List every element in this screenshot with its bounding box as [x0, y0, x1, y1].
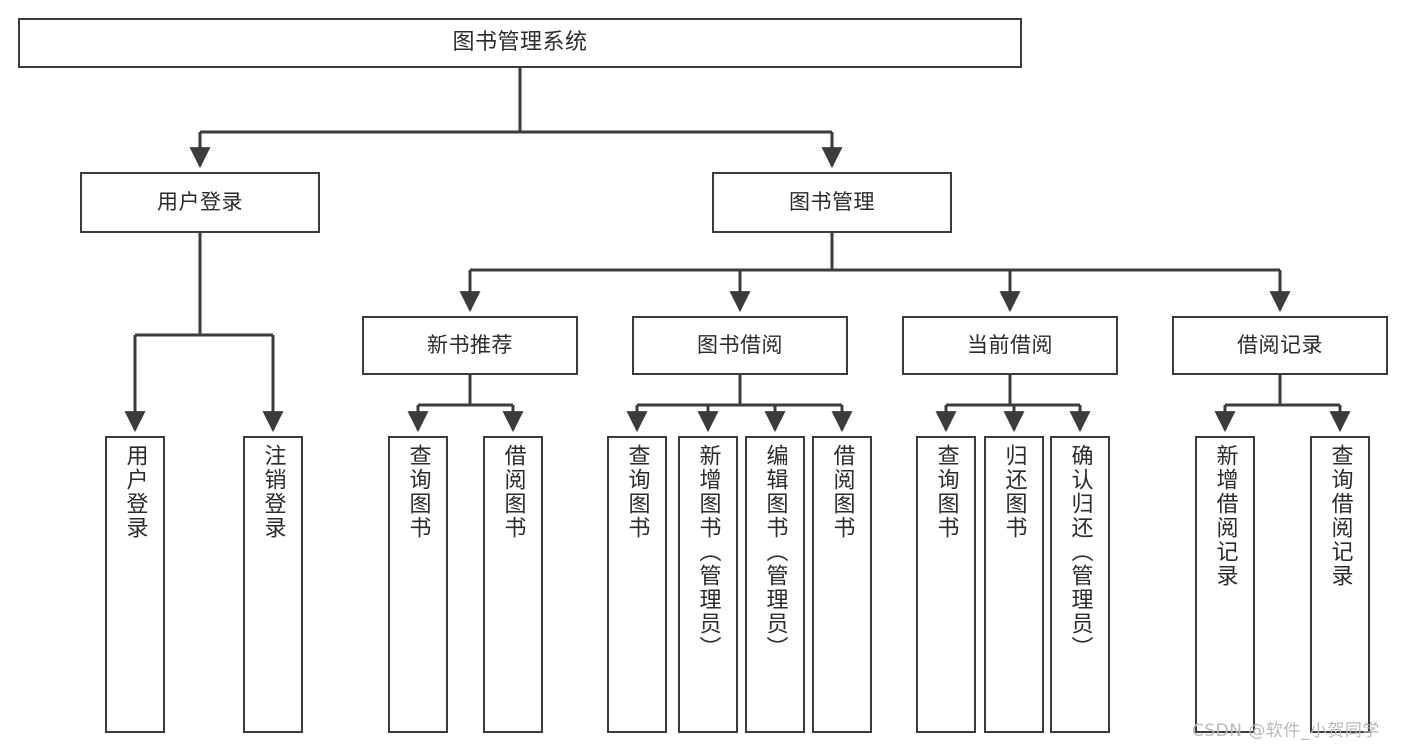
- node-user-login[interactable]: 用户登录: [80, 172, 320, 233]
- node-label: 编辑图书（管理员）: [762, 444, 788, 660]
- leaf-query-book-newbook[interactable]: 查询图书: [388, 436, 448, 733]
- node-label: 借阅图书: [500, 444, 526, 540]
- node-new-book-recommend[interactable]: 新书推荐: [362, 316, 578, 375]
- node-label: 查询图书: [933, 444, 959, 540]
- node-label: 确认归还（管理员）: [1067, 444, 1093, 660]
- node-label: 新增图书（管理员）: [695, 444, 721, 660]
- node-label: 查询图书: [624, 444, 650, 540]
- node-label: 归还图书: [1001, 444, 1027, 540]
- leaf-user-login[interactable]: 用户登录: [105, 436, 165, 733]
- node-label: 当前借阅: [967, 333, 1053, 358]
- node-label: 用户登录: [157, 190, 243, 215]
- leaf-edit-book-admin[interactable]: 编辑图书（管理员）: [745, 436, 805, 733]
- node-label: 图书管理: [789, 190, 875, 215]
- node-label: 图书借阅: [697, 333, 783, 358]
- node-book-borrow[interactable]: 图书借阅: [632, 316, 848, 375]
- node-label: 借阅图书: [829, 444, 855, 540]
- node-borrow-record[interactable]: 借阅记录: [1172, 316, 1388, 375]
- leaf-borrow-book-newbook[interactable]: 借阅图书: [483, 436, 543, 733]
- node-label: 注销登录: [260, 444, 286, 540]
- leaf-query-borrow-record[interactable]: 查询借阅记录: [1310, 436, 1370, 733]
- node-root-book-management-system[interactable]: 图书管理系统: [18, 18, 1022, 68]
- node-current-borrow[interactable]: 当前借阅: [902, 316, 1118, 375]
- leaf-confirm-return-admin[interactable]: 确认归还（管理员）: [1050, 436, 1110, 733]
- leaf-borrow-book[interactable]: 借阅图书: [812, 436, 872, 733]
- leaf-return-book[interactable]: 归还图书: [984, 436, 1044, 733]
- leaf-add-borrow-record[interactable]: 新增借阅记录: [1195, 436, 1255, 733]
- node-label: 借阅记录: [1237, 333, 1323, 358]
- node-label: 查询借阅记录: [1327, 444, 1353, 588]
- leaf-logout[interactable]: 注销登录: [243, 436, 303, 733]
- leaf-query-book-borrow[interactable]: 查询图书: [607, 436, 667, 733]
- node-label: 新书推荐: [427, 333, 513, 358]
- node-label: 图书管理系统: [452, 30, 588, 56]
- node-label: 新增借阅记录: [1212, 444, 1238, 588]
- leaf-query-book-current[interactable]: 查询图书: [916, 436, 976, 733]
- node-label: 查询图书: [405, 444, 431, 540]
- node-label: 用户登录: [122, 444, 148, 540]
- leaf-add-book-admin[interactable]: 新增图书（管理员）: [678, 436, 738, 733]
- node-book-management[interactable]: 图书管理: [712, 172, 952, 233]
